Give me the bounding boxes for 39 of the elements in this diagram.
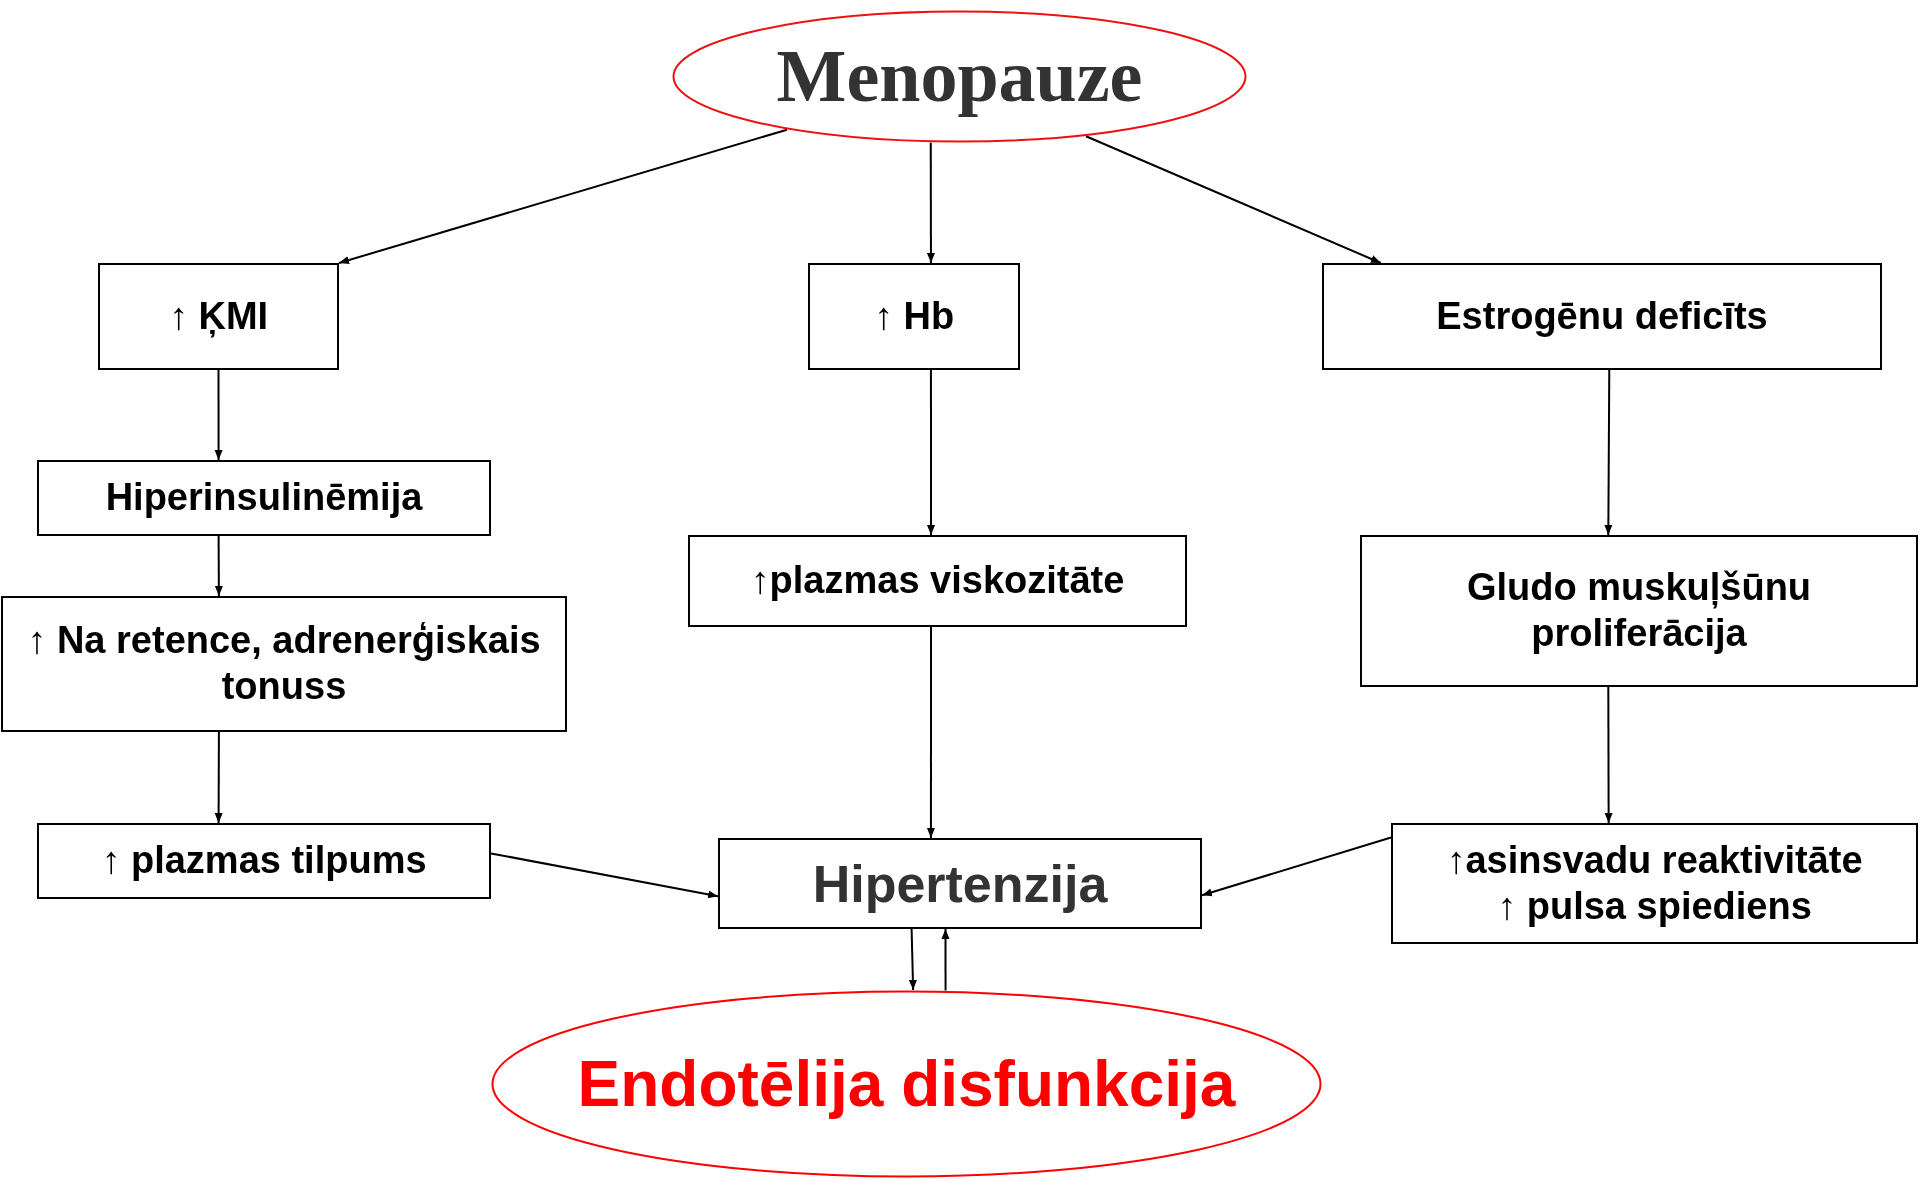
arrow <box>1201 836 1392 897</box>
node-label: Hipertenzija <box>812 853 1108 915</box>
arrow <box>1085 135 1382 264</box>
process-box <box>1322 263 1882 370</box>
process-box <box>688 535 1187 627</box>
ellipse-node <box>672 10 1247 143</box>
process-box <box>1391 823 1918 944</box>
process-box <box>808 263 1020 370</box>
node-label: Gludo muskuļšūnu proliferācija <box>1465 565 1813 656</box>
ellipse-node <box>491 990 1322 1178</box>
node-label: ↑ ĶMI <box>168 293 269 340</box>
node-label: Endotēlija disfunkcija <box>577 1047 1236 1122</box>
node-label: Estrogēnu deficīts <box>1436 293 1768 339</box>
node-label: ↑ plazmas tilpums <box>101 838 427 884</box>
arrow <box>490 852 719 899</box>
arrow <box>214 535 223 597</box>
arrow <box>908 928 917 991</box>
arrow <box>927 369 935 536</box>
arrow <box>338 128 788 264</box>
node-label: ↑plazmas viskozitāte <box>750 558 1125 604</box>
node-label: ↑asinsvadu reaktivitāte <box>1446 837 1863 883</box>
node-label: ↑ pulsa spiediens <box>1497 883 1812 929</box>
node-label: ↑ Hb <box>873 293 955 339</box>
arrow <box>926 141 935 264</box>
arrow <box>1604 686 1613 824</box>
process-box <box>37 460 491 536</box>
node-label: Menopauze <box>776 34 1143 119</box>
arrow <box>926 626 935 839</box>
arrow <box>1604 369 1613 536</box>
process-box <box>1360 535 1918 687</box>
arrow <box>214 731 223 824</box>
process-box <box>1 596 567 732</box>
arrow <box>214 369 223 461</box>
node-label: Hiperinsulinēmija <box>105 475 423 521</box>
process-box <box>718 838 1202 929</box>
process-box <box>37 823 491 899</box>
arrow <box>941 928 950 992</box>
process-box <box>98 263 339 370</box>
node-label: ↑ Na retence, adrenerģiskais tonuss <box>26 618 542 709</box>
